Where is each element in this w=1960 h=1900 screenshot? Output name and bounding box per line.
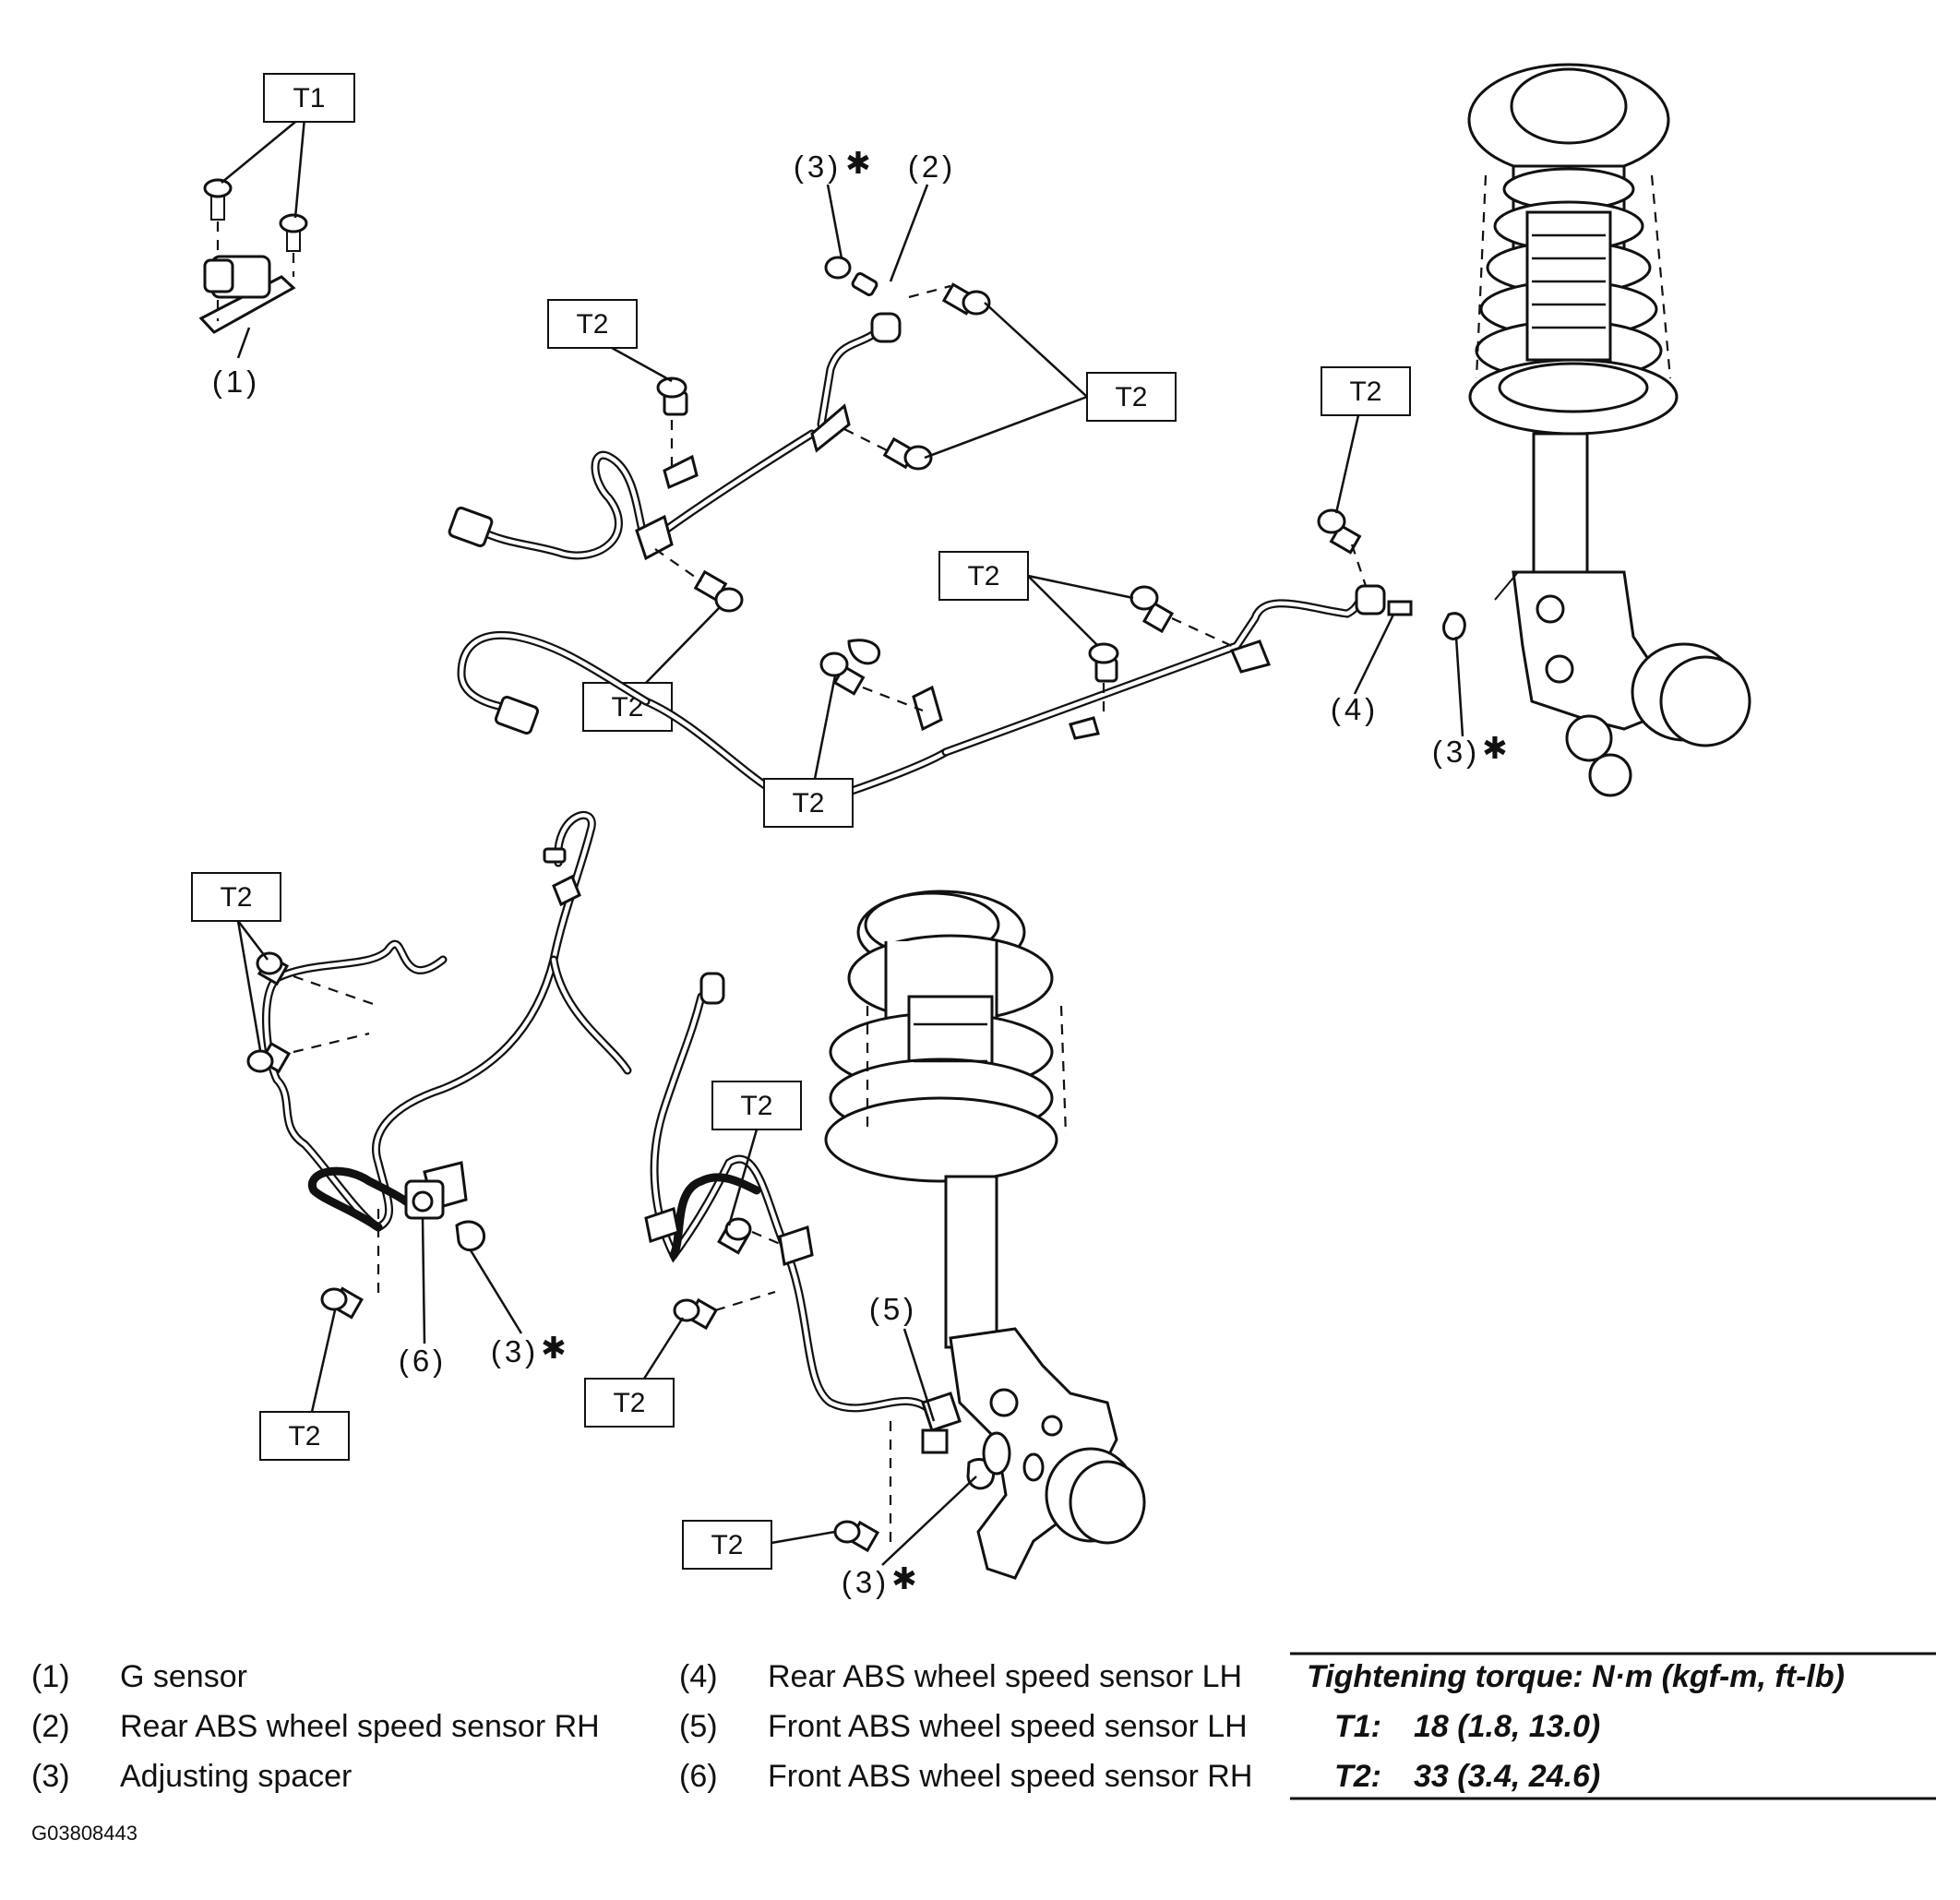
callout-2: (2) [908, 149, 956, 184]
callout-t2: T2 [740, 1091, 772, 1121]
legend-text: Front ABS wheel speed sensor LH [768, 1709, 1248, 1744]
callout-asterisk: ✱ [541, 1331, 570, 1365]
callout-t2: T2 [1115, 382, 1147, 412]
figure-code: G03808443 [31, 1822, 137, 1845]
rear-strut-drawing [1467, 63, 1751, 797]
torque-key: T2: [1334, 1759, 1381, 1794]
legend-num: (6) [679, 1759, 718, 1794]
callout-t2: T2 [792, 788, 824, 819]
torque-value: 33 (3.4, 24.6) [1414, 1759, 1601, 1794]
callout-3: (3) [794, 149, 842, 184]
legend-text: Adjusting spacer [120, 1759, 353, 1794]
callout-t2: T2 [576, 309, 608, 340]
callout-6: (6) [399, 1344, 447, 1378]
rear-rh-harness-drawing [448, 256, 991, 613]
callout-3: (3) [1432, 735, 1480, 769]
legend-text: Rear ABS wheel speed sensor LH [768, 1659, 1243, 1694]
torque-value: 18 (1.8, 13.0) [1414, 1709, 1601, 1744]
callout-t2: T2 [711, 1530, 743, 1560]
legend-num: (1) [31, 1659, 70, 1694]
torque-key: T1: [1334, 1709, 1381, 1744]
callout-t2: T2 [613, 1388, 645, 1418]
callout-3: (3) [491, 1334, 539, 1368]
legend-text: Front ABS wheel speed sensor RH [768, 1759, 1253, 1794]
callout-t2: T2 [967, 561, 999, 592]
legend-num: (4) [679, 1659, 718, 1694]
front-strut-drawing [824, 890, 1146, 1580]
front-rh-harness-drawing [246, 811, 632, 1320]
callout-t2: T2 [288, 1421, 320, 1452]
g-sensor-drawing [198, 178, 308, 334]
rear-lh-harness-drawing [457, 508, 1466, 808]
callout-1: (1) [212, 364, 260, 399]
callout-5: (5) [869, 1292, 917, 1326]
legend-num: (3) [31, 1759, 70, 1794]
legend-num: (5) [679, 1709, 718, 1744]
callout-asterisk: ✱ [891, 1561, 921, 1595]
torque-title: Tightening torque: N·m (kgf-m, ft-lb) [1307, 1659, 1845, 1694]
legend-text: G sensor [120, 1659, 247, 1694]
callout-4: (4) [1331, 692, 1379, 726]
callout-asterisk: ✱ [845, 146, 875, 180]
legend-num: (2) [31, 1709, 70, 1744]
callout-t1: T1 [293, 83, 325, 114]
callout-asterisk: ✱ [1482, 731, 1512, 765]
legend-text: Rear ABS wheel speed sensor RH [120, 1709, 600, 1744]
callout-t2: T2 [1349, 376, 1381, 407]
callout-t2: T2 [220, 882, 252, 913]
callout-3: (3) [842, 1565, 890, 1599]
